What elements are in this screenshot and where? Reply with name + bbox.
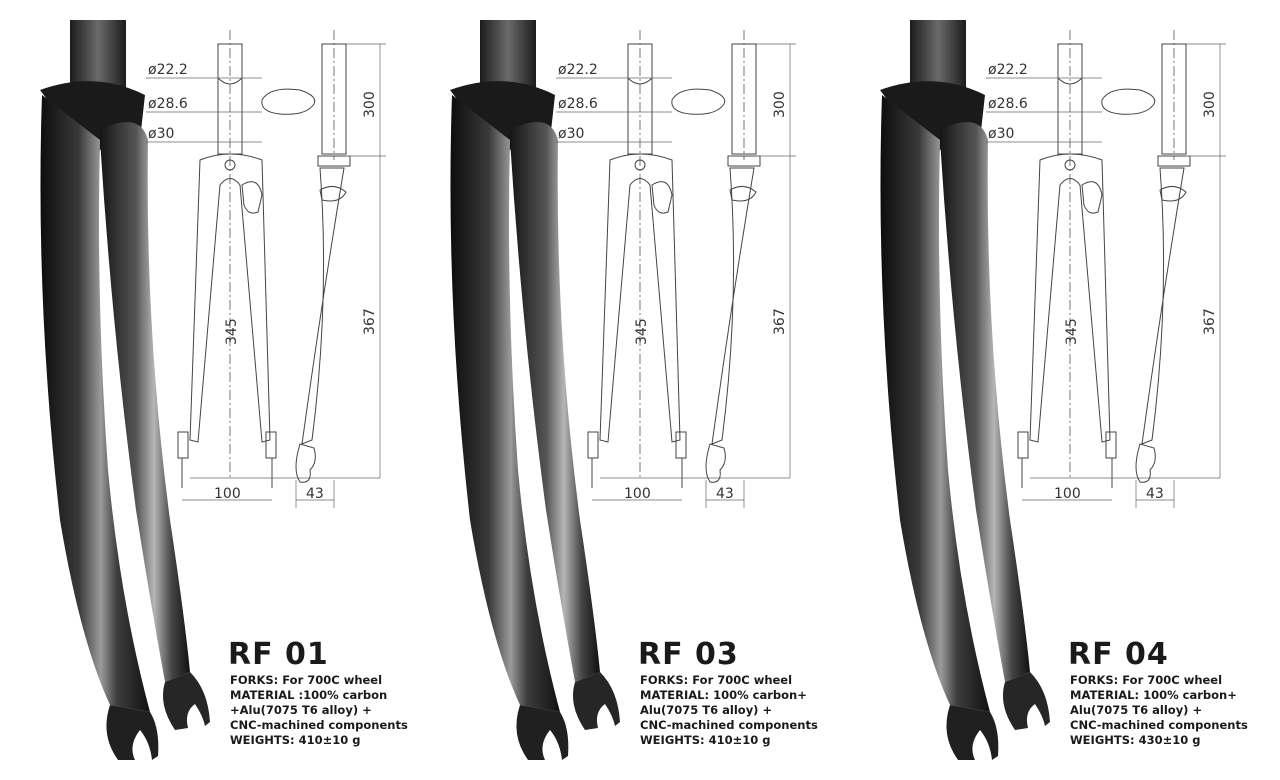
model-name: RF 03	[638, 637, 739, 672]
fork-render-image	[880, 20, 1050, 760]
dim-hub-spacing: 100	[1054, 486, 1081, 502]
model-name: RF 01	[228, 637, 329, 672]
spec-line: CNC-machined components	[640, 718, 818, 732]
dim-rake-offset: 43	[306, 486, 324, 502]
spec-line: CNC-machined components	[230, 718, 408, 732]
fork-3: ø22.2 ø28.6 ø30 345 367 300 100 43 RF 04…	[880, 20, 1248, 760]
dim-rake-offset: 43	[1146, 486, 1164, 502]
dim-steerer-top-diameter: ø22.2	[988, 62, 1028, 78]
spec-line: FORKS: For 700C wheel	[640, 673, 792, 687]
spec-line: Alu(7075 T6 alloy) +	[1070, 703, 1202, 717]
spec-line: FORKS: For 700C wheel	[1070, 673, 1222, 687]
spec-line: WEIGHTS: 410±10 g	[230, 733, 361, 747]
dim-steerer-base-diameter: ø30	[148, 126, 174, 142]
dim-steerer-length: 300	[362, 91, 378, 118]
dim-steerer-top-diameter: ø22.2	[148, 62, 188, 78]
dim-hub-spacing: 100	[624, 486, 651, 502]
spec-line: MATERIAL: 100% carbon+	[1070, 688, 1237, 702]
dim-axle-to-crown: 345	[1064, 318, 1080, 345]
spec-line: Alu(7075 T6 alloy) +	[640, 703, 772, 717]
dim-steerer-length: 300	[772, 91, 788, 118]
spec-line: CNC-machined components	[1070, 718, 1248, 732]
dim-steerer-top-diameter: ø22.2	[558, 62, 598, 78]
spec-line: MATERIAL :100% carbon	[230, 688, 387, 702]
dim-axle-to-crown: 345	[634, 318, 650, 345]
dim-steerer-mid-diameter: ø28.6	[988, 96, 1028, 112]
spec-line: WEIGHTS: 410±10 g	[640, 733, 771, 747]
fork-render-image	[40, 20, 210, 760]
spec-line: FORKS: For 700C wheel	[230, 673, 382, 687]
dim-overall-length: 367	[772, 308, 788, 335]
model-name: RF 04	[1068, 637, 1169, 672]
dim-axle-to-crown: 345	[224, 318, 240, 345]
fork-render-image	[450, 20, 620, 760]
fork-2: ø22.2 ø28.6 ø30 345 367 300 100 43 RF 03…	[450, 20, 818, 760]
dim-hub-spacing: 100	[214, 486, 241, 502]
dim-steerer-length: 300	[1202, 91, 1218, 118]
dim-overall-length: 367	[1202, 308, 1218, 335]
spec-line: +Alu(7075 T6 alloy) +	[230, 703, 372, 717]
dim-steerer-mid-diameter: ø28.6	[148, 96, 188, 112]
dim-steerer-base-diameter: ø30	[988, 126, 1014, 142]
dim-steerer-base-diameter: ø30	[558, 126, 584, 142]
spec-line: MATERIAL: 100% carbon+	[640, 688, 807, 702]
dim-steerer-mid-diameter: ø28.6	[558, 96, 598, 112]
dim-overall-length: 367	[362, 308, 378, 335]
spec-line: WEIGHTS: 430±10 g	[1070, 733, 1201, 747]
fork-1: ø22.2 ø28.6 ø30 345 367 300 100 43 RF 01…	[40, 20, 408, 760]
dim-rake-offset: 43	[716, 486, 734, 502]
